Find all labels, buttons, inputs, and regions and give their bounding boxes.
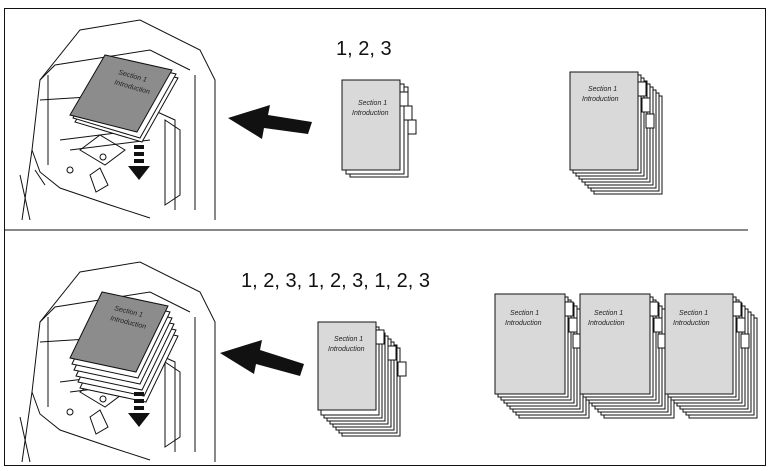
tab-stack-icon-bottom: Section 1 Introduction xyxy=(317,321,407,437)
top-panel: Section 1 Introduction 1, 2, 3 Section 1… xyxy=(19,19,663,221)
top-output-title: Section 1 xyxy=(588,86,617,93)
output-stack-2: Section 1 Introduction xyxy=(579,293,675,419)
output3-title: Section 1 xyxy=(679,310,708,317)
output3-subtitle: Introduction xyxy=(673,320,710,327)
top-sequence-label: 1, 2, 3 xyxy=(336,38,392,60)
top-set-title: Section 1 xyxy=(358,100,387,107)
tray-machine-icon-bottom xyxy=(19,261,216,463)
output2-subtitle: Introduction xyxy=(588,320,625,327)
feed-down-arrow-icon xyxy=(128,145,150,180)
output-stack-3: Section 1 Introduction xyxy=(664,293,758,419)
insert-arrow-icon-bottom xyxy=(220,340,304,376)
top-output-subtitle: Introduction xyxy=(582,96,619,103)
bottom-sequence-label: 1, 2, 3, 1, 2, 3, 1, 2, 3 xyxy=(241,270,430,292)
insert-arrow-icon xyxy=(228,105,312,139)
output1-title: Section 1 xyxy=(510,310,539,317)
bottom-set-title: Section 1 xyxy=(334,336,363,343)
output2-title: Section 1 xyxy=(594,310,623,317)
tray-document-stack: Section 1 Introduction xyxy=(69,54,179,143)
top-set-subtitle: Introduction xyxy=(352,110,389,117)
tray-document-stack-bottom: Section 1 Introduction xyxy=(69,291,179,403)
outer-border xyxy=(4,8,766,466)
tab-stack-icon: Section 1 Introduction xyxy=(341,79,417,178)
feed-down-arrow-icon-bottom xyxy=(128,392,150,427)
bottom-panel: Section 1 Introduction 1, 2, 3, 1, 2, 3,… xyxy=(19,261,758,463)
output-stack: Section 1 Introduction xyxy=(569,71,663,195)
output-stack-1: Section 1 Introduction xyxy=(494,293,590,419)
bottom-set-subtitle: Introduction xyxy=(328,346,365,353)
output1-subtitle: Introduction xyxy=(505,320,542,327)
